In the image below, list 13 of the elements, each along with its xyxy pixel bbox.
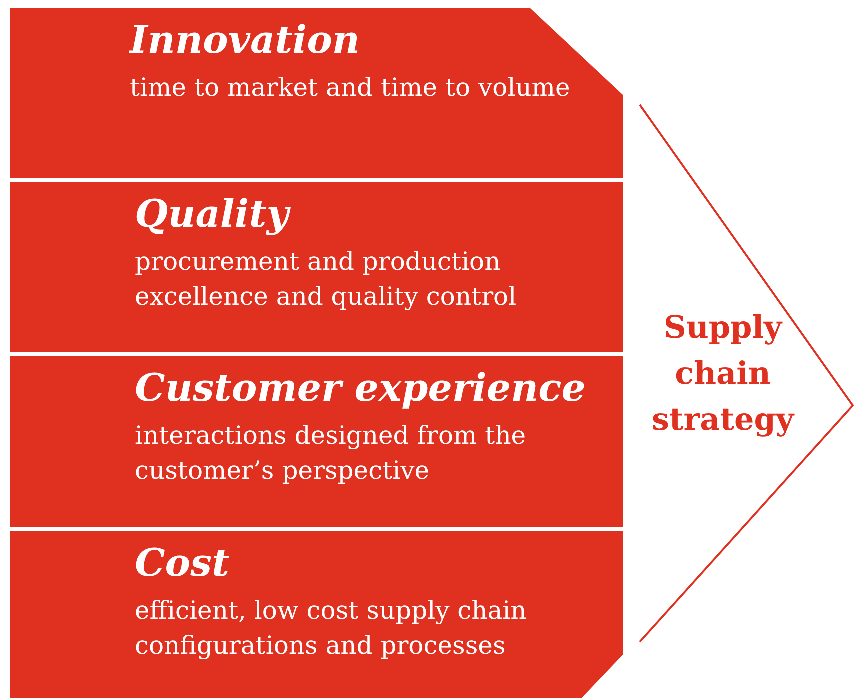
band-heading: Quality — [135, 192, 289, 236]
band-description: procurement and production excellence and quality control — [135, 246, 518, 313]
band-description: interactions designed from the customer’s perspective — [135, 420, 528, 487]
band-heading: Cost — [135, 541, 230, 585]
category-band — [10, 531, 623, 698]
strategy-label: Supply chain strategy — [651, 309, 796, 440]
band-description: time to market and time to volume — [130, 72, 572, 104]
category-band — [10, 182, 623, 352]
category-band — [10, 356, 623, 527]
category-band — [10, 8, 623, 178]
band-heading: Innovation — [130, 18, 360, 62]
band-description: efficient, low cost supply chain configurations and processes — [135, 595, 528, 662]
band-heading: Customer experience — [135, 366, 586, 410]
